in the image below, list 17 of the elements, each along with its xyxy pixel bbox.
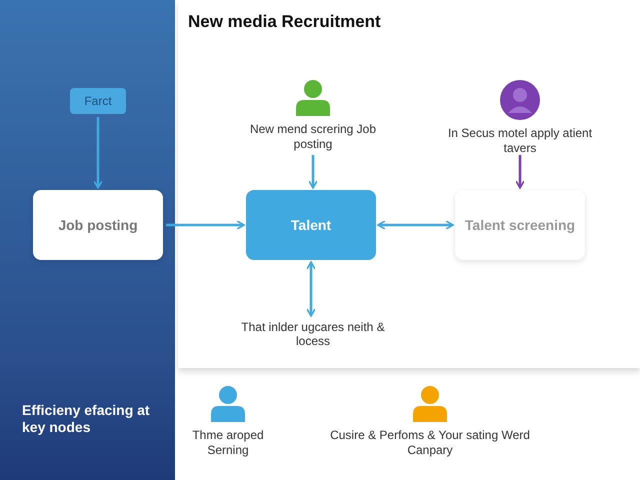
arrow (515, 155, 525, 189)
node-text: That inlder ugcares neith & locess (228, 318, 398, 350)
arrow (93, 117, 103, 189)
process-box: Talent (246, 190, 376, 260)
arrow (166, 220, 245, 230)
node-caption: Cusire & Perfoms & Your sating Werd Canpary (330, 428, 530, 458)
tag-box: Farct (70, 88, 126, 114)
node-caption: New mend screring Job posting (248, 122, 378, 152)
diagram-title: New media Recruitment (188, 12, 381, 32)
arrow (377, 220, 454, 230)
arrow (306, 261, 316, 317)
side-note: Efficieny efacing at key nodes (22, 402, 151, 436)
node-caption: Thme aroped Serning (191, 428, 265, 458)
process-box: Job posting (33, 190, 163, 260)
process-box: Talent screening (455, 190, 585, 260)
node-caption: In Secus motel apply atient tavers (446, 126, 594, 156)
arrow (308, 155, 318, 189)
